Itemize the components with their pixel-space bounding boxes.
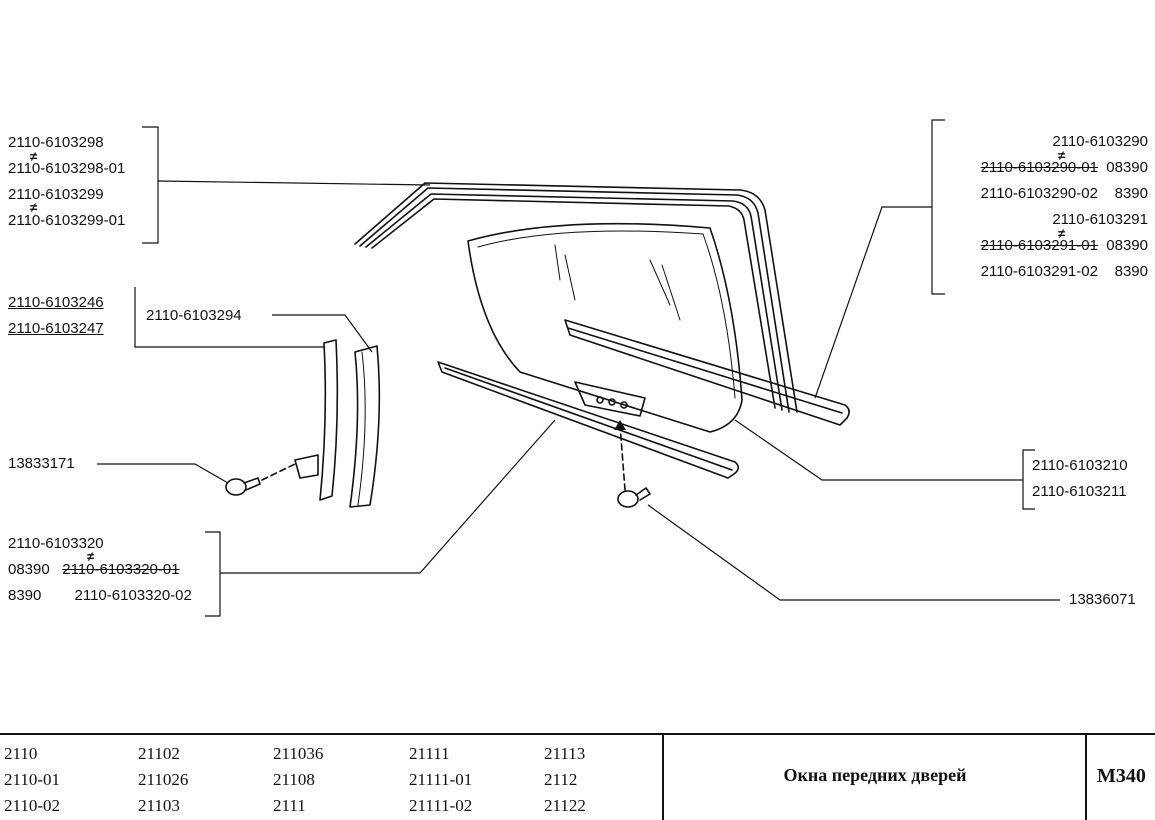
code-prefix: 8390: [8, 587, 42, 604]
label-group-bottom-left: 2110-6103320 08390 2110-6103320-01 8390 …: [8, 531, 192, 609]
code-suffix: 08390: [1106, 159, 1148, 176]
code-suffix: 8390: [1114, 185, 1148, 202]
part-number: 2110-6103247: [8, 320, 104, 337]
part-number: 2110-6103291-02: [980, 263, 1098, 280]
part-number: 2110-6103320: [8, 535, 104, 552]
part-line: 08390 2110-6103320-01: [8, 557, 192, 583]
parts-diagram: [97, 119, 1060, 617]
model-code: 21108: [273, 770, 315, 789]
section-title: Окна передних дверей: [783, 765, 967, 785]
code-suffix: 8390: [1114, 263, 1148, 280]
footer-table: 2110 2110-01 2110-02 21102 211026 21103 …: [0, 733, 1155, 820]
model-code: 21122: [544, 796, 586, 815]
part-number: 2110-6103211: [1032, 483, 1127, 500]
model-code: 21113: [544, 744, 586, 763]
model-code: 2110: [4, 744, 38, 763]
model-code: 21102: [138, 744, 180, 763]
model-code: 21111: [409, 744, 450, 763]
outer-belt-moulding: [564, 319, 850, 426]
part-number: 2110-6103298: [8, 134, 104, 151]
part-line: 8390 2110-6103320-02: [8, 583, 192, 609]
section-code: M340: [1097, 765, 1146, 787]
not-equal-mark: ≠: [87, 549, 95, 564]
part-number: 2110-6103298-01: [8, 160, 126, 177]
part-number: 2110-6103291: [1052, 211, 1148, 228]
model-code: 2111: [273, 796, 306, 815]
part-line: 2110-6103290-02 8390: [981, 181, 1148, 207]
model-code: 2112: [544, 770, 578, 789]
divider: [1085, 735, 1087, 820]
model-code: 211026: [138, 770, 189, 789]
label-group-mid-left: 2110-6103246 2110-6103247: [8, 290, 104, 342]
not-equal-mark: ≠: [1058, 148, 1066, 163]
model-code: 211036: [273, 744, 324, 763]
label-bolt-right: 13836071: [1069, 591, 1136, 608]
bolt-right: [617, 487, 651, 508]
model-code: 21103: [138, 796, 180, 815]
not-equal-mark: ≠: [30, 200, 38, 215]
model-code: 21111-01: [409, 770, 473, 789]
part-number: 2110-6103299-01: [8, 212, 126, 229]
glass-bracket: [574, 381, 646, 417]
part-line: 2110-6103291-02 8390: [981, 259, 1148, 285]
code-suffix: 08390: [1106, 237, 1148, 254]
label-group-top-left: 2110-6103298 2110-6103298-01 2110-610329…: [8, 130, 125, 234]
lower-guide-rail: [437, 361, 740, 479]
divider: [662, 735, 664, 820]
part-line: 2110-6103290-01 08390: [981, 155, 1148, 181]
part-number: 2110-6103246: [8, 294, 104, 311]
label-group-glass: 2110-6103210 2110-6103211: [1032, 453, 1128, 505]
label-center-channel: 2110-6103294: [146, 307, 242, 324]
part-number: 2110-6103290-01: [980, 159, 1098, 176]
not-equal-mark: ≠: [1058, 226, 1066, 241]
bolt-left: [225, 477, 261, 496]
front-guide-channel: [294, 339, 381, 508]
door-glass: [467, 222, 743, 433]
part-number: 2110-6103291-01: [980, 237, 1098, 254]
part-number: 2110-6103320-01: [62, 561, 180, 578]
part-line: 2110-6103291-01 08390: [981, 233, 1148, 259]
part-number: 2110-6103320-02: [74, 587, 192, 604]
part-number: 2110-6103290: [1052, 133, 1148, 150]
not-equal-mark: ≠: [30, 149, 38, 164]
model-code: 2110-01: [4, 770, 61, 789]
part-number: 2110-6103290-02: [980, 185, 1098, 202]
code-prefix: 08390: [8, 561, 50, 578]
model-code: 2110-02: [4, 796, 61, 815]
part-number: 2110-6103210: [1032, 457, 1128, 474]
part-number: 2110-6103299: [8, 186, 104, 203]
model-code: 21111-02: [409, 796, 473, 815]
label-bolt-left: 13833171: [8, 455, 75, 472]
window-frame-seal: [354, 182, 798, 413]
label-group-top-right: 2110-6103290 2110-6103290-01 08390 2110-…: [981, 129, 1148, 285]
